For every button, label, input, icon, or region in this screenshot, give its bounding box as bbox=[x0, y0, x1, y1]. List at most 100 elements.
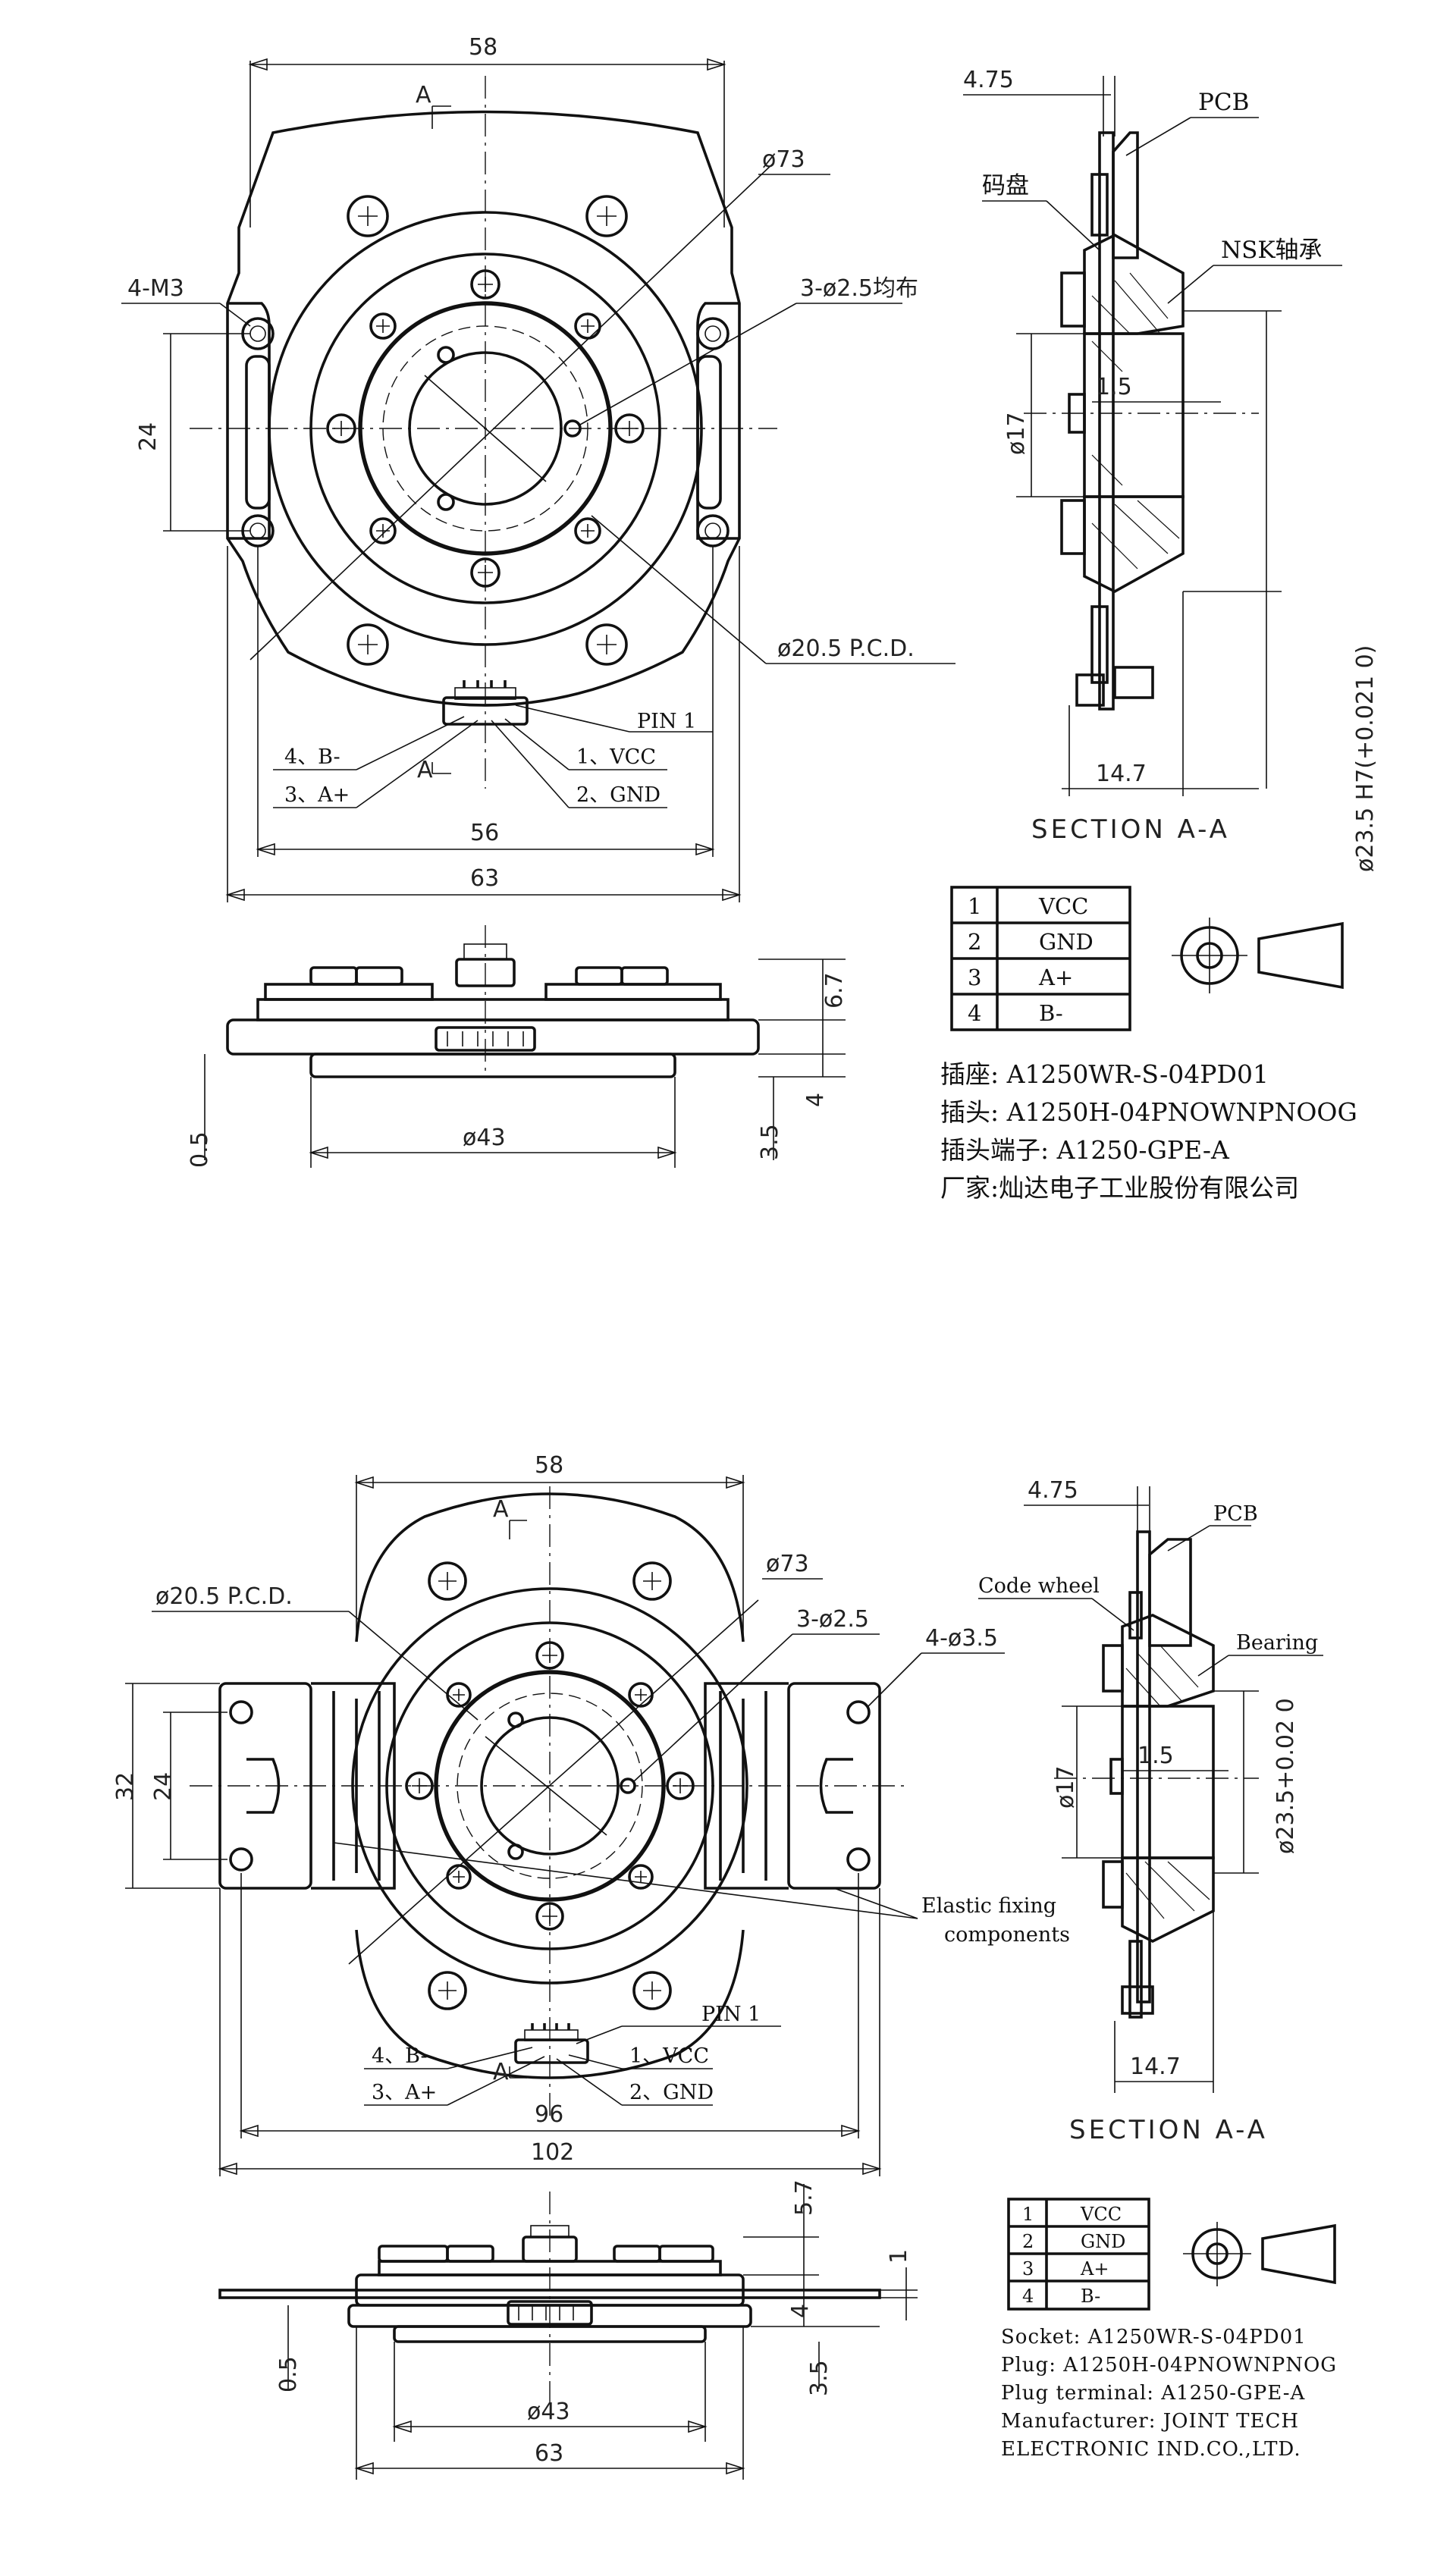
bottom-elastic-right bbox=[704, 1682, 881, 1890]
bottom-pin-no-1: 1 bbox=[1022, 2204, 1034, 2225]
top-sec-dim-bore: ø23.5 H7(+0.021 0) bbox=[1352, 645, 1379, 872]
top-spec-line-4: 厂家:灿达电子工业股份有限公司 bbox=[940, 1173, 1299, 1203]
top-pin-name-4: B- bbox=[1039, 1000, 1063, 1026]
top-connector bbox=[442, 680, 529, 726]
bottom-sec-dim-d17: ø17 bbox=[1053, 1765, 1079, 1809]
bottom-spec-line-3: Plug terminal: A1250-GPE-A bbox=[1001, 2382, 1306, 2405]
top-spec-line-3: 插头端子: A1250-GPE-A bbox=[940, 1135, 1230, 1165]
bottom-corner-screws bbox=[428, 1561, 672, 2010]
top-pin-name-3: A+ bbox=[1038, 965, 1073, 990]
bottom-dim-58: 58 bbox=[535, 1452, 563, 1479]
top-section-mark-a2: A bbox=[417, 757, 433, 783]
bottom-pin-name-2: GND bbox=[1081, 2231, 1125, 2252]
bottom-dim-102: 102 bbox=[531, 2139, 574, 2166]
top-sec-dim-d17: ø17 bbox=[1003, 412, 1030, 455]
bottom-pin-name-1: VCC bbox=[1080, 2204, 1122, 2225]
top-pin1-label: PIN 1 bbox=[637, 710, 696, 733]
top-section-mark-a: A bbox=[416, 82, 431, 108]
top-spec-line-1: 插座: A1250WR-S-04PD01 bbox=[940, 1059, 1269, 1089]
bottom-side-view: 5.7 1 4 0.5 ø43 3.5 63 bbox=[218, 2179, 918, 2480]
top-dim-4: 4 bbox=[802, 1093, 829, 1107]
bottom-pin-table: 1 VCC 2 GND 3 A+ 4 B- bbox=[1007, 2198, 1150, 2311]
top-pin-name-2: GND bbox=[1039, 929, 1094, 955]
top-side-view: 6.7 4 0.5 ø43 3.5 bbox=[187, 925, 848, 1168]
top-pin-no-3: 3 bbox=[968, 965, 981, 990]
bottom-dim-63: 63 bbox=[535, 2440, 563, 2467]
bottom-elastic-left bbox=[218, 1682, 396, 1890]
top-dim-4m3: 4-M3 bbox=[127, 275, 184, 302]
bottom-dim-pcd: ø20.5 P.C.D. bbox=[155, 1583, 293, 1610]
bottom-front-view: 58 A ø73 ø20.5 P.C.D. 3-ø2.5 4-ø3.5 32 2… bbox=[112, 1452, 1070, 2176]
top-dim-63: 63 bbox=[470, 865, 499, 892]
top-dim-58: 58 bbox=[469, 34, 497, 61]
top-pin2-label: 2、GND bbox=[576, 783, 661, 807]
top-pin-no-1: 1 bbox=[968, 893, 981, 919]
bottom-dim-4: 4 bbox=[787, 2304, 814, 2318]
bottom-projection-symbol bbox=[1183, 2222, 1336, 2286]
top-pin4-label: 4、B- bbox=[284, 745, 340, 769]
top-pin3-label: 3、A+ bbox=[284, 783, 350, 807]
bottom-dim-1: 1 bbox=[886, 2249, 912, 2264]
bottom-spec-line-5: ELECTRONIC IND.CO.,LTD. bbox=[1001, 2438, 1301, 2461]
top-sec-dim-147: 14.7 bbox=[1096, 761, 1147, 787]
bottom-pin2-label: 2、GND bbox=[629, 2081, 714, 2104]
top-pin-table: 1 VCC 2 GND 3 A+ 4 B- bbox=[950, 886, 1131, 1031]
top-dim-dia73: ø73 bbox=[762, 146, 805, 173]
bottom-pin3-label: 3、A+ bbox=[372, 2081, 437, 2104]
bottom-dim-05: 0.5 bbox=[275, 2356, 302, 2392]
bottom-elastic-label-1: Elastic fixing bbox=[921, 1894, 1056, 1918]
bottom-dim-dia73: ø73 bbox=[766, 1551, 809, 1577]
top-corner-screws bbox=[347, 195, 628, 666]
top-spec-line-2: 插头: A1250H-04PNOWNPNOOG bbox=[940, 1097, 1357, 1127]
bottom-spec-line-1: Socket: A1250WR-S-04PD01 bbox=[1001, 2326, 1307, 2348]
bottom-sec-pcb: PCB bbox=[1213, 1502, 1258, 1526]
top-pin-no-4: 4 bbox=[968, 1000, 981, 1026]
bottom-elastic-label-2: components bbox=[944, 1923, 1070, 1947]
top-sec-title: SECTION A-A bbox=[1031, 814, 1230, 845]
bottom-sec-codewheel: Code wheel bbox=[978, 1574, 1100, 1598]
bottom-section-mark-a: A bbox=[493, 1496, 509, 1523]
top-dim-24: 24 bbox=[135, 422, 162, 451]
top-sec-codewheel: 码盘 bbox=[982, 172, 1029, 199]
top-dim-67: 6.7 bbox=[821, 972, 848, 1009]
bottom-pin-no-2: 2 bbox=[1022, 2231, 1034, 2252]
bottom-pin-name-4: B- bbox=[1081, 2286, 1100, 2307]
top-section-view: 4.75 PCB 码盘 NSK轴承 ø17 1.5 ø23.5 H7(+0.02… bbox=[963, 67, 1379, 872]
bottom-sec-bearing: Bearing bbox=[1236, 1631, 1318, 1655]
bottom-dim-24: 24 bbox=[150, 1772, 177, 1801]
top-dim-pcd: ø20.5 P.C.D. bbox=[777, 635, 915, 662]
bottom-dim-35: 3.5 bbox=[806, 2360, 833, 2396]
top-front-view: 58 A ø73 4-M3 3-ø2.5均布 24 ø20.5 P.C.D. P… bbox=[121, 34, 956, 902]
top-projection-symbol bbox=[1172, 918, 1344, 993]
bottom-dim-32: 32 bbox=[112, 1772, 139, 1801]
bottom-sec-dim-147: 14.7 bbox=[1130, 2054, 1181, 2080]
top-sec-dim-15: 1.5 bbox=[1096, 374, 1132, 400]
top-dim-05: 0.5 bbox=[187, 1131, 213, 1168]
bottom-dim-96: 96 bbox=[535, 2101, 563, 2128]
top-sec-pcb: PCB bbox=[1198, 89, 1249, 116]
bottom-dim-holes: 3-ø2.5 bbox=[796, 1606, 869, 1633]
top-dim-35: 3.5 bbox=[757, 1124, 783, 1160]
bottom-section-mark-a2: A bbox=[493, 2059, 509, 2085]
top-sec-bearing: NSK轴承 bbox=[1221, 237, 1323, 264]
bottom-section-view: 4.75 PCB Code wheel Bearing ø17 1.5 ø23.… bbox=[978, 1477, 1323, 2145]
bottom-dim-holes35: 4-ø3.5 bbox=[925, 1625, 998, 1652]
top-pin1v-label: 1、VCC bbox=[576, 745, 656, 769]
bottom-spec-line-4: Manufacturer: JOINT TECH bbox=[1001, 2410, 1299, 2433]
top-section-hatch bbox=[1091, 272, 1180, 569]
bottom-sec-dim-15: 1.5 bbox=[1138, 1743, 1174, 1769]
bottom-section-hatch bbox=[1125, 1645, 1210, 1919]
top-inner-screws bbox=[326, 269, 645, 588]
bottom-inner-screws bbox=[405, 1641, 695, 1931]
bottom-sec-title: SECTION A-A bbox=[1069, 2115, 1268, 2145]
bottom-pin1-label: PIN 1 bbox=[701, 2003, 761, 2026]
top-dim-56: 56 bbox=[470, 820, 499, 846]
top-dim-holes: 3-ø2.5均布 bbox=[800, 275, 918, 302]
top-pin-name-1: VCC bbox=[1038, 893, 1088, 919]
bottom-dim-43: ø43 bbox=[527, 2399, 570, 2425]
top-dim-43: ø43 bbox=[463, 1125, 506, 1151]
bottom-spec-line-2: Plug: A1250H-04PNOWNPNOG bbox=[1001, 2354, 1337, 2377]
top-pin-no-2: 2 bbox=[968, 929, 981, 955]
bottom-pin-no-3: 3 bbox=[1022, 2258, 1034, 2279]
